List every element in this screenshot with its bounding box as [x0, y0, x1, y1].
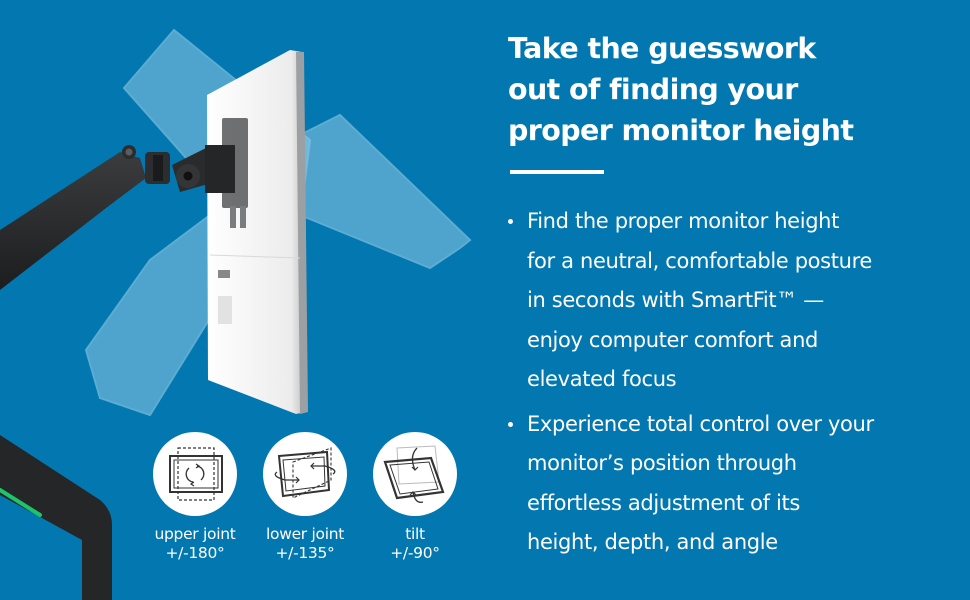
bullet-line: height, depth, and angle: [527, 530, 778, 554]
bullet-line: elevated focus: [527, 367, 677, 391]
marketing-copy: Take the guesswork out of finding your p…: [508, 28, 958, 568]
bullet-line: in seconds with SmartFit™ —: [527, 288, 824, 312]
bullet-line: Find the proper monitor height: [527, 209, 840, 233]
feature-label: lower joint: [266, 525, 344, 543]
headline-line: Take the guesswork: [508, 32, 816, 65]
ghost-monitor-lower: [84, 213, 217, 417]
rotate-icon: [153, 432, 237, 516]
swivel-icon: [263, 432, 347, 516]
product-image-monitor-arm: [0, 28, 472, 600]
bullet-line: for a neutral, comfortable posture: [527, 248, 872, 273]
feature-value: +/-135°: [275, 544, 335, 562]
feature-value: +/-90°: [390, 544, 440, 562]
feature-lower-joint: lower joint +/-135°: [250, 432, 360, 563]
arm: [0, 145, 235, 290]
headline-underline: [510, 170, 604, 174]
feature-tilt: tilt +/-90°: [360, 432, 470, 563]
feature-label: upper joint: [154, 525, 236, 543]
feature-upper-joint: upper joint +/-180°: [140, 432, 250, 563]
headline-line: proper monitor height: [508, 114, 854, 147]
monitor-back: [207, 50, 308, 414]
bullet-line: enjoy computer comfort and: [527, 327, 819, 352]
tilt-icon: [373, 432, 457, 516]
bullet-line: Experience total control over your: [527, 411, 874, 436]
bullet-dot-icon: [508, 421, 513, 427]
headline: Take the guesswork out of finding your p…: [508, 28, 958, 151]
feature-value: +/-180°: [165, 544, 225, 562]
bullet-dot-icon: [508, 219, 513, 224]
feature-icons: upper joint +/-180° lower joint +/-135°: [140, 432, 470, 582]
bullet-line: effortless adjustment of its: [527, 490, 800, 515]
bullet-item: Experience total control over your monit…: [508, 405, 958, 563]
bullet-item: Find the proper monitor height for a neu…: [508, 202, 958, 400]
bullet-line: monitor’s position through: [527, 451, 797, 475]
monitor-arm-illustration: [0, 28, 472, 600]
lower-arm: [0, 435, 112, 600]
bullet-list: Find the proper monitor height for a neu…: [508, 202, 958, 563]
feature-label: tilt: [405, 525, 425, 543]
headline-line: out of finding your: [508, 73, 798, 106]
